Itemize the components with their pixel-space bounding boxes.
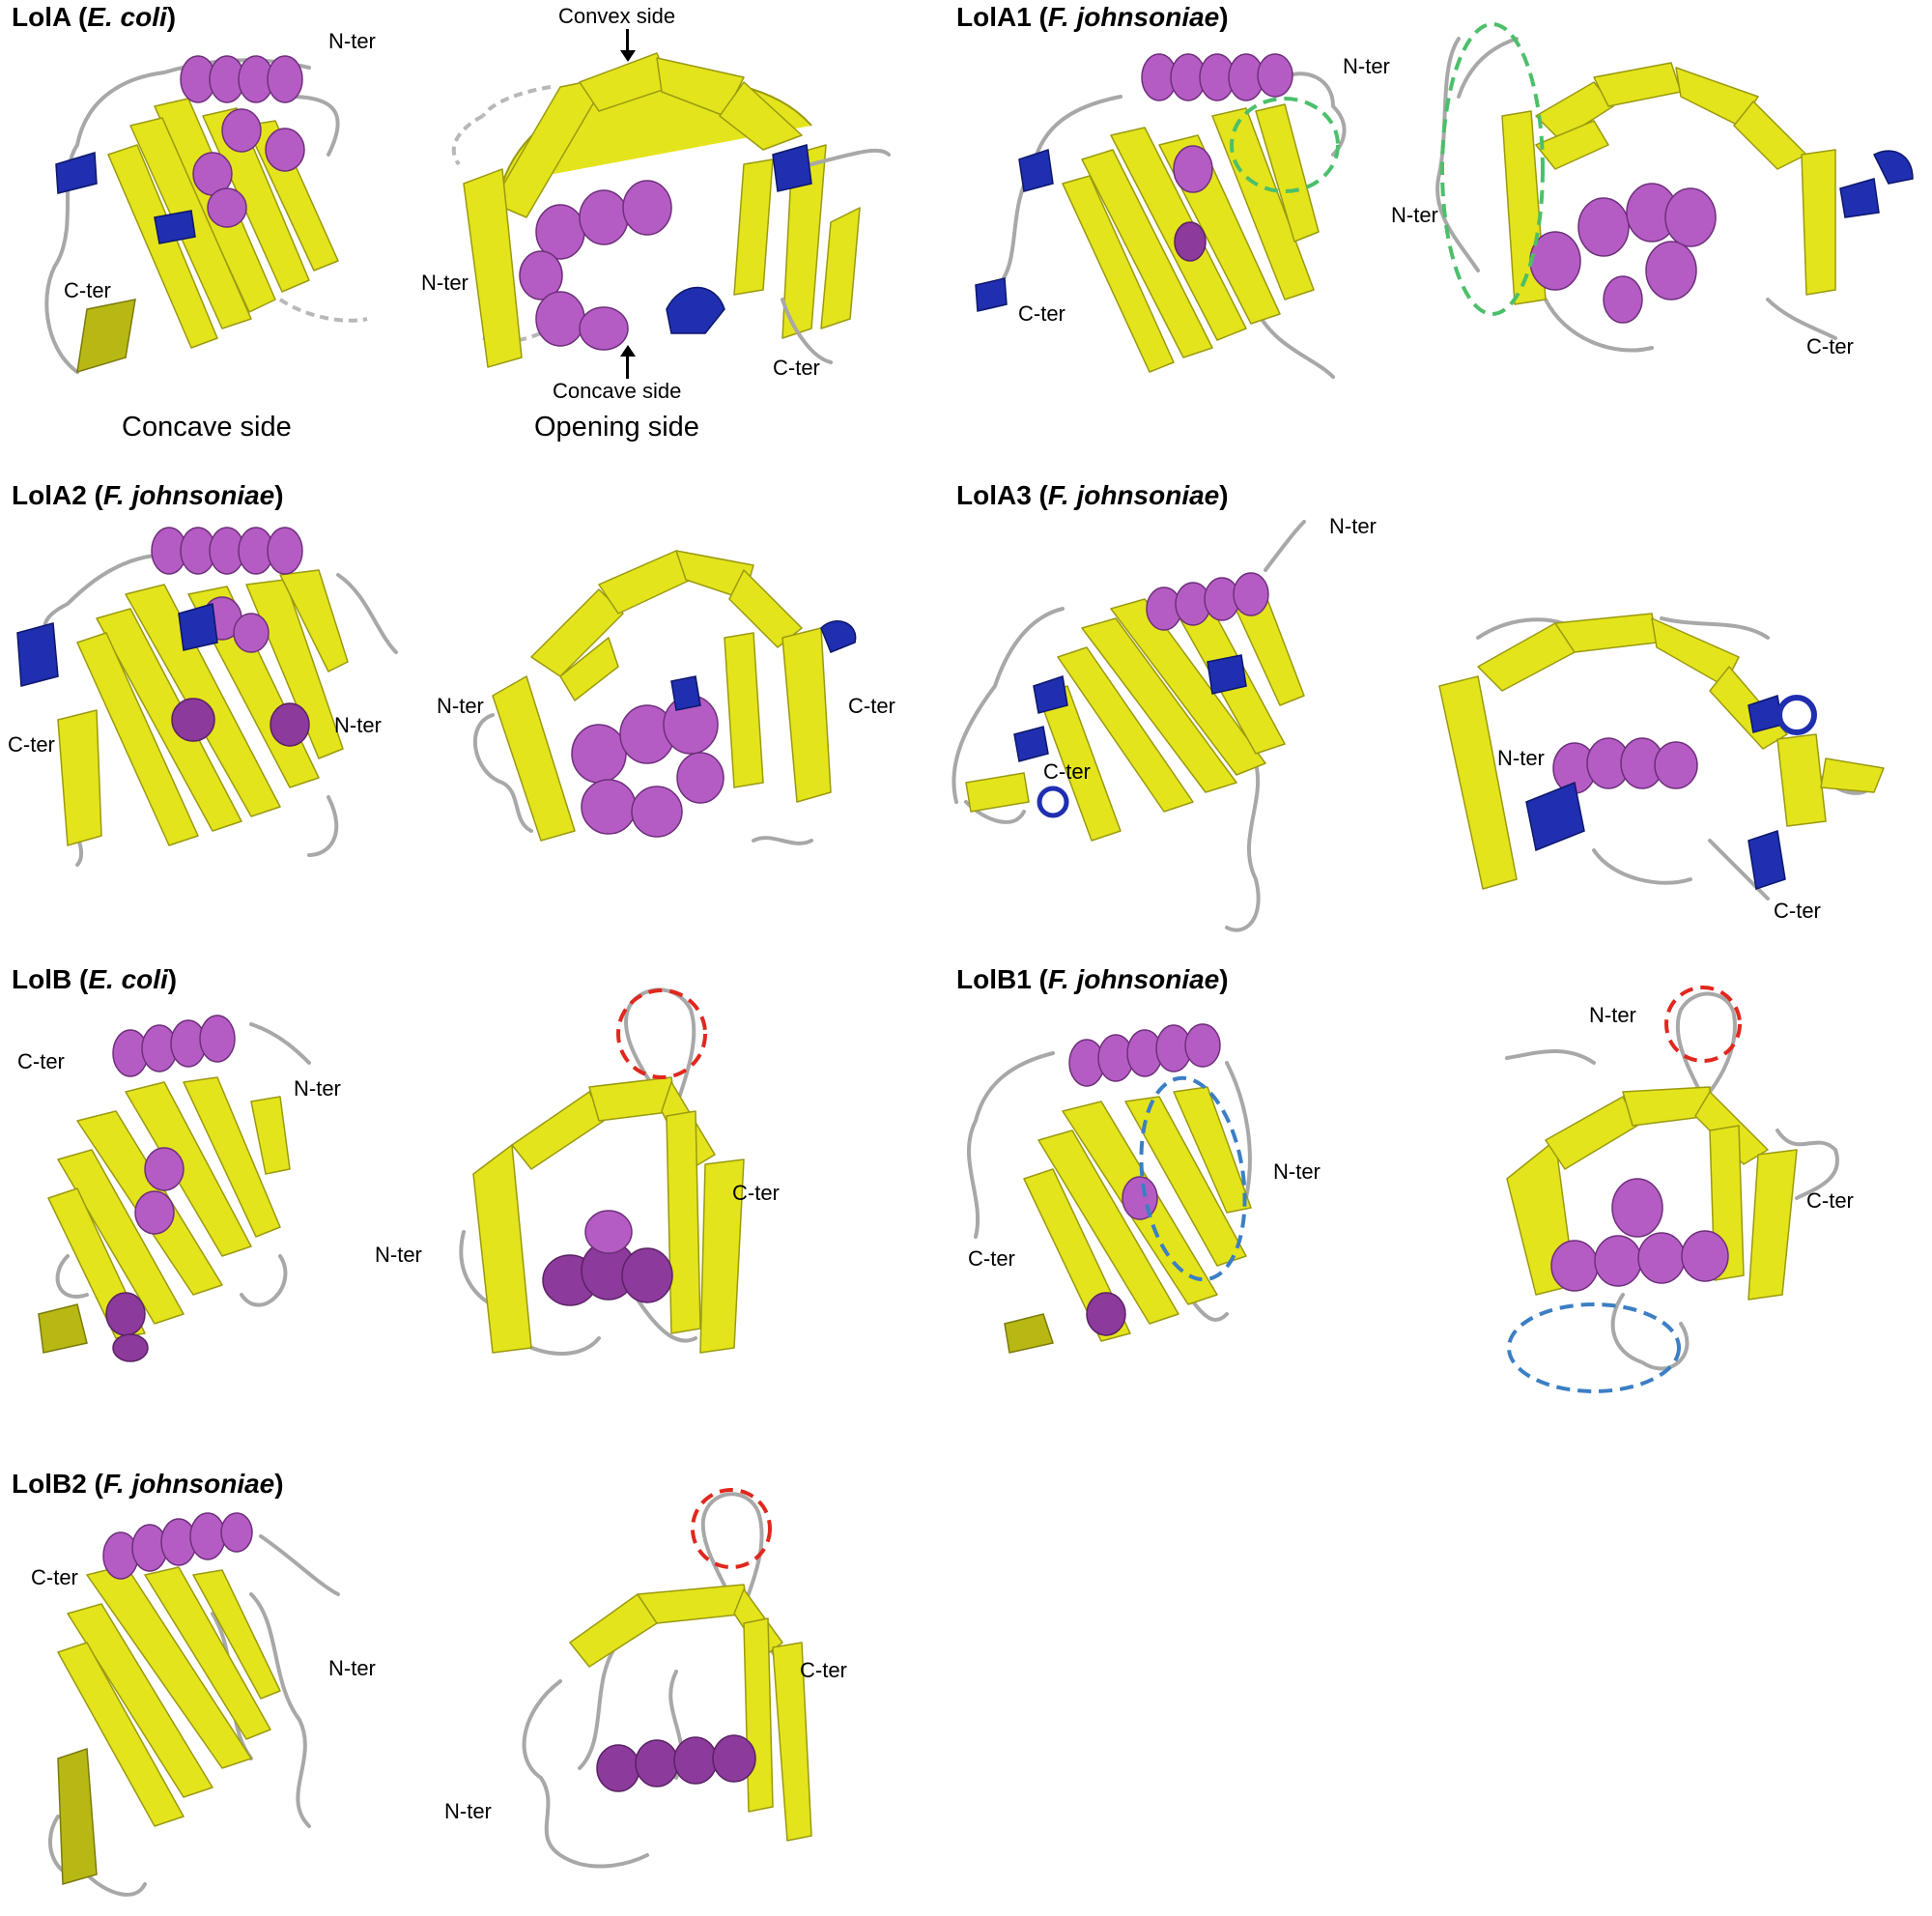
structure-lolb2-opening	[522, 1488, 812, 1869]
panel-title-lolb1: LolB1 (F. johnsoniae)	[956, 964, 1229, 994]
alpha-helix	[519, 180, 672, 351]
convex-side-label: Convex side	[558, 4, 676, 28]
c-ter-label: C-ter	[1043, 759, 1091, 784]
protein-name: LolA1	[956, 2, 1032, 32]
alpha-helix	[571, 695, 724, 838]
protein-name: LolA2	[12, 480, 87, 510]
structure-lola3-opening	[1438, 613, 1885, 901]
n-ter-label: N-ter	[294, 1076, 341, 1101]
n-ter-label: N-ter	[421, 271, 469, 295]
n-ter-label: N-ter	[1497, 746, 1545, 770]
alpha-helix	[1146, 572, 1269, 631]
c-ter-label: C-ter	[732, 1181, 780, 1205]
c-ter-label: C-ter	[1018, 301, 1065, 326]
alpha-helix	[102, 1512, 253, 1580]
panel-title-lolb2: LolB2 (F. johnsoniae)	[12, 1469, 284, 1499]
alpha-helix	[1529, 183, 1717, 324]
n-ter-label: N-ter	[437, 694, 484, 718]
panel-title-lolb: LolB (E. coli)	[12, 964, 178, 994]
concave-side-label: Concave side	[553, 379, 682, 403]
c-ter-label: C-ter	[773, 356, 820, 380]
c-ter-label: C-ter	[968, 1246, 1015, 1271]
species-name: F. johnsoniae	[1047, 480, 1220, 510]
alpha-helix	[1068, 1023, 1221, 1336]
n-ter-label: N-ter	[328, 29, 376, 53]
alpha-helix	[1141, 53, 1293, 262]
structure-lola2-opening	[473, 550, 857, 845]
structure-lolb2-concave	[47, 1512, 340, 1897]
up-arrow-icon	[626, 356, 629, 379]
n-ter-label: N-ter	[328, 1656, 376, 1680]
structure-lola3-concave	[952, 520, 1306, 932]
n-ter-label: N-ter	[1391, 203, 1438, 227]
species-name: E. coli	[88, 964, 168, 994]
alpha-helix	[1550, 1178, 1729, 1292]
up-arrow-icon	[620, 345, 636, 357]
alpha-helix	[1552, 737, 1698, 794]
panel-title-lola: LolA (E. coli)	[12, 2, 177, 32]
panel-title-lola2: LolA2 (F. johnsoniae)	[12, 480, 284, 510]
n-ter-label: N-ter	[1589, 1003, 1636, 1027]
alpha-helix	[596, 1734, 756, 1792]
alpha-helix	[542, 1210, 673, 1306]
species-name: F. johnsoniae	[102, 480, 275, 510]
species-name: F. johnsoniae	[102, 1469, 275, 1499]
c-ter-label: C-ter	[1806, 1188, 1854, 1213]
structure-lolb1-opening	[1505, 986, 1839, 1393]
n-ter-label: N-ter	[1343, 54, 1390, 78]
panel-title-lola3: LolA3 (F. johnsoniae)	[956, 480, 1229, 510]
caption-concave-side: Concave side	[122, 412, 292, 443]
c-ter-label: C-ter	[848, 694, 895, 718]
structure-lola1-concave	[975, 53, 1347, 379]
panel-title-lola1: LolA1 (F. johnsoniae)	[956, 2, 1229, 32]
species-name: E. coli	[87, 2, 167, 32]
c-ter-label: C-ter	[1774, 899, 1821, 923]
n-ter-label: N-ter	[1273, 1159, 1321, 1184]
down-arrow-icon	[620, 50, 636, 62]
structure-lola-opening	[451, 52, 891, 368]
structure-lolb1-concave	[966, 1023, 1252, 1354]
protein-name: LolB	[12, 964, 72, 994]
down-arrow-icon	[626, 29, 629, 52]
n-ter-label: N-ter	[375, 1243, 422, 1267]
structure-lolb-concave	[38, 1015, 311, 1362]
caption-opening-side: Opening side	[534, 412, 699, 443]
n-ter-label: N-ter	[1329, 514, 1377, 538]
species-name: F. johnsoniae	[1047, 964, 1220, 994]
protein-name: LolA3	[956, 480, 1032, 510]
c-ter-label: C-ter	[8, 732, 55, 757]
alpha-helix	[105, 1015, 236, 1362]
protein-name: LolA	[12, 2, 71, 32]
n-ter-label: N-ter	[334, 713, 382, 737]
protein-name: LolB1	[956, 964, 1032, 994]
alpha-helix	[180, 55, 305, 228]
n-ter-label: N-ter	[444, 1799, 492, 1823]
protein-name: LolB2	[12, 1469, 87, 1499]
structure-lola1-opening	[1435, 22, 1914, 353]
structure-lola2-concave	[16, 527, 398, 867]
c-ter-label: C-ter	[800, 1658, 847, 1682]
c-ter-label: C-ter	[17, 1049, 65, 1073]
c-ter-label: C-ter	[1806, 334, 1854, 358]
structure-lolb-opening	[459, 987, 745, 1356]
structure-lola-concave	[44, 55, 368, 374]
c-ter-label: C-ter	[64, 278, 111, 302]
species-name: F. johnsoniae	[1047, 2, 1220, 32]
c-ter-label: C-ter	[31, 1565, 78, 1589]
